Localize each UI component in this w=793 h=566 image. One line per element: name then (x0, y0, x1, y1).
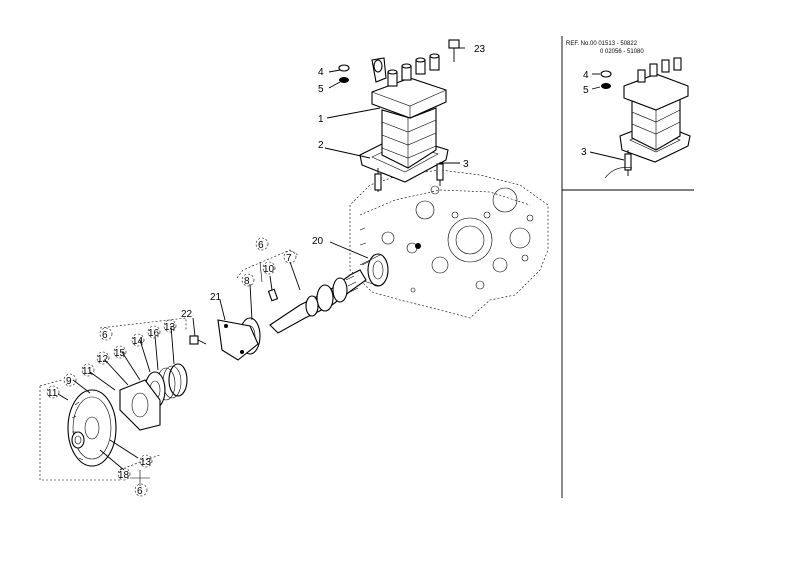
callout-10: 10 (263, 264, 275, 275)
callout-2: 2 (318, 140, 324, 151)
injection-pump (338, 39, 460, 192)
inset-ref-line-2: 0 02056 - 51080 (600, 49, 644, 55)
callout-11-left: 11 (47, 388, 58, 399)
callout-16-top: 16 (148, 328, 160, 339)
callout-7: 7 (286, 253, 292, 264)
callout-12: 12 (97, 354, 109, 365)
callout-13-top: 13 (164, 322, 176, 333)
callout-4: 4 (318, 67, 324, 78)
callout-3: 3 (463, 159, 469, 170)
callout-23: 23 (474, 44, 486, 55)
callout-9: 9 (66, 376, 72, 387)
callout-5: 5 (318, 84, 324, 95)
callout-22: 22 (181, 309, 193, 320)
reference-inset: REF. No.00 01513 - 50822 0 02056 - 51080… (561, 36, 694, 498)
callout-18: 18 (118, 470, 130, 481)
callout-1: 1 (318, 114, 324, 125)
callout-6-top: 6 (258, 240, 264, 251)
inset-callout-5: 5 (583, 85, 589, 96)
gear-assembly (67, 363, 188, 467)
callout-15: 15 (114, 348, 126, 359)
inset-callout-4: 4 (583, 70, 589, 81)
callout-21: 21 (210, 292, 222, 303)
engine-block (349, 169, 549, 319)
callout-numbers: 1 2 3 4 5 23 20 6 10 7 8 21 22 6 16 13 1… (46, 44, 486, 497)
callout-20: 20 (312, 236, 324, 247)
leader-lines (57, 47, 465, 471)
callout-8: 8 (244, 276, 250, 287)
callout-6-bottom: 6 (137, 486, 143, 497)
callout-11-top: 11 (82, 366, 93, 377)
inset-ref-line-1: REF. No.00 01513 - 50822 (566, 41, 638, 47)
callout-13-bottom: 13 (140, 457, 152, 468)
camshaft-assembly (189, 253, 389, 361)
callout-6-left: 6 (102, 330, 108, 341)
callout-14: 14 (132, 336, 144, 347)
inset-callout-3: 3 (581, 147, 587, 158)
